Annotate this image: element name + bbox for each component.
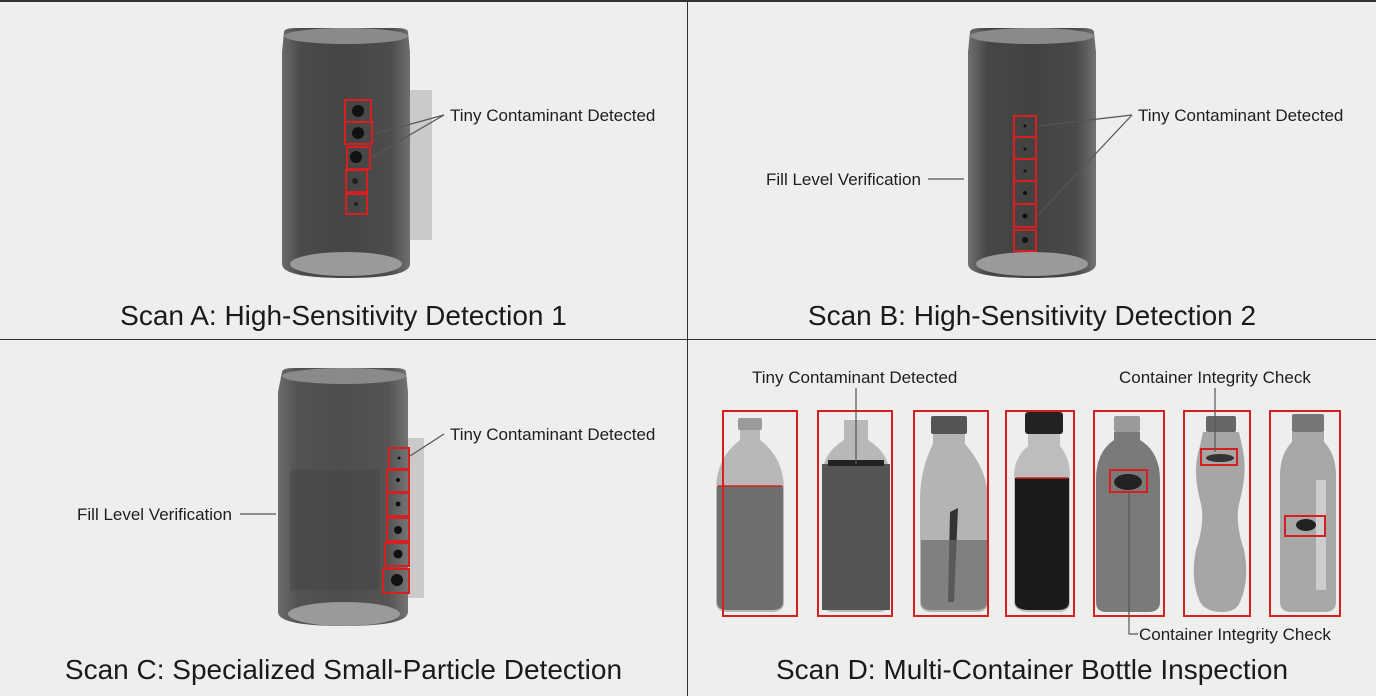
integrity-label-top: Container Integrity Check: [1119, 368, 1311, 387]
callout-lines: [240, 433, 445, 515]
bottle-6: [1193, 416, 1247, 612]
fill-level-label: Fill Level Verification: [766, 170, 921, 189]
callout-lines: [928, 114, 1133, 216]
scan-b-xray-image: [928, 28, 1133, 278]
bottle-7: [1280, 414, 1336, 612]
contaminant-boxes: [1013, 115, 1037, 252]
contaminant-label: Tiny Contaminant Detected: [752, 368, 958, 387]
scan-panel-a: Tiny Contaminant Detected Scan A: High-S…: [0, 0, 688, 340]
can-base: [290, 252, 402, 276]
scan-a-xray-image: [282, 28, 445, 278]
bottle-4: [1014, 412, 1070, 612]
contaminant-label: Tiny Contaminant Detected: [450, 106, 656, 125]
can-body: [278, 368, 408, 626]
scan-panel-d: Tiny Contaminant Detected Container Inte…: [688, 340, 1376, 696]
can-base: [976, 252, 1088, 276]
integrity-label-bottom: Container Integrity Check: [1139, 625, 1331, 644]
bottle-3: [920, 416, 988, 612]
scan-title: Scan D: Multi-Container Bottle Inspectio…: [775, 654, 1289, 685]
scan-title: Scan B: High-Sensitivity Detection 2: [807, 300, 1257, 331]
can-lid: [970, 28, 1094, 44]
scan-panel-b: Tiny Contaminant Detected Fill Level Ver…: [688, 0, 1376, 340]
can-base: [288, 602, 400, 626]
contaminant-boxes: [382, 447, 410, 594]
bottle-5: [1096, 416, 1160, 612]
can-lid: [282, 368, 406, 384]
scan-title: Scan A: High-Sensitivity Detection 1: [120, 300, 567, 331]
callout-lines: [855, 388, 1216, 635]
contaminant-boxes: [344, 99, 373, 215]
blurred-label-print: [290, 470, 380, 590]
contaminant-label: Tiny Contaminant Detected: [1138, 106, 1344, 125]
scan-title: Scan C: Specialized Small-Particle Detec…: [64, 654, 623, 685]
callout-lines: [371, 114, 445, 158]
fill-level-label: Fill Level Verification: [77, 505, 232, 524]
scan-c-xray-image: [240, 368, 445, 626]
contaminant-label: Tiny Contaminant Detected: [450, 425, 656, 444]
can-lid: [284, 28, 408, 44]
can-body: [968, 28, 1096, 278]
bottle-2: [822, 420, 890, 612]
bottle-1: [716, 418, 784, 612]
scan-panel-c: Tiny Contaminant Detected Fill Level Ver…: [0, 340, 688, 696]
scan-d-xray-image: [716, 388, 1341, 635]
